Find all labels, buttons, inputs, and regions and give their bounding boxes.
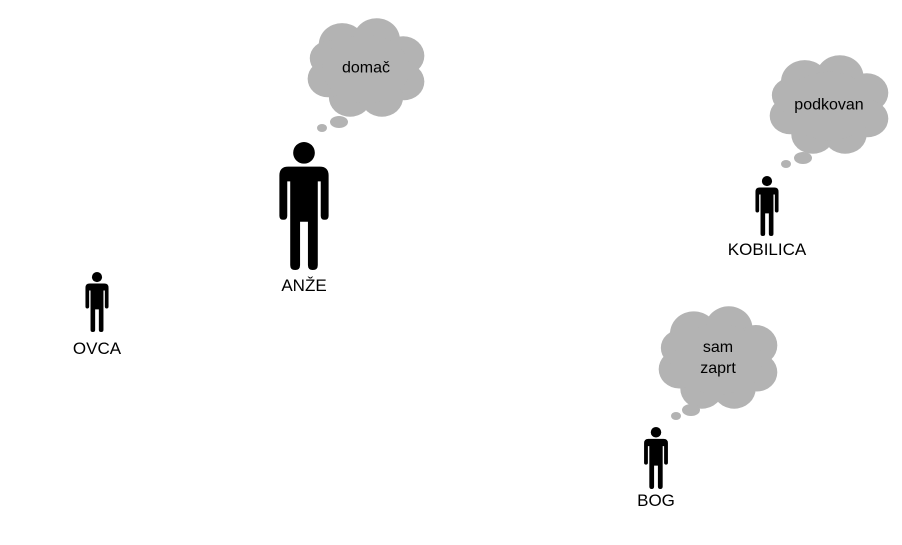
person-icon-ovca [85, 272, 109, 332]
thought-bubble-kobilica-2 [781, 160, 791, 168]
thought-text-kobilica: podkovan [794, 96, 864, 114]
person-icon-bog [644, 427, 668, 489]
person-icon-kobilica [755, 176, 779, 236]
thought-bubble-bog-1 [682, 404, 700, 416]
figure-label-bog: BOG [637, 491, 675, 510]
person-icon-anze [279, 142, 329, 270]
figure-label-anze: ANŽE [281, 276, 327, 295]
figure-label-ovca: OVCA [72, 339, 122, 358]
thought-text-bog: sam zaprt [700, 339, 736, 377]
thought-text-anze: domač [341, 59, 391, 77]
figure-label-kobilica: KOBILICA [727, 240, 807, 259]
thought-bubble-anze-2 [317, 124, 327, 132]
thought-bubble-anze-1 [330, 116, 348, 128]
thought-bubble-bog-2 [671, 412, 681, 420]
thought-bubble-kobilica-1 [794, 152, 812, 164]
